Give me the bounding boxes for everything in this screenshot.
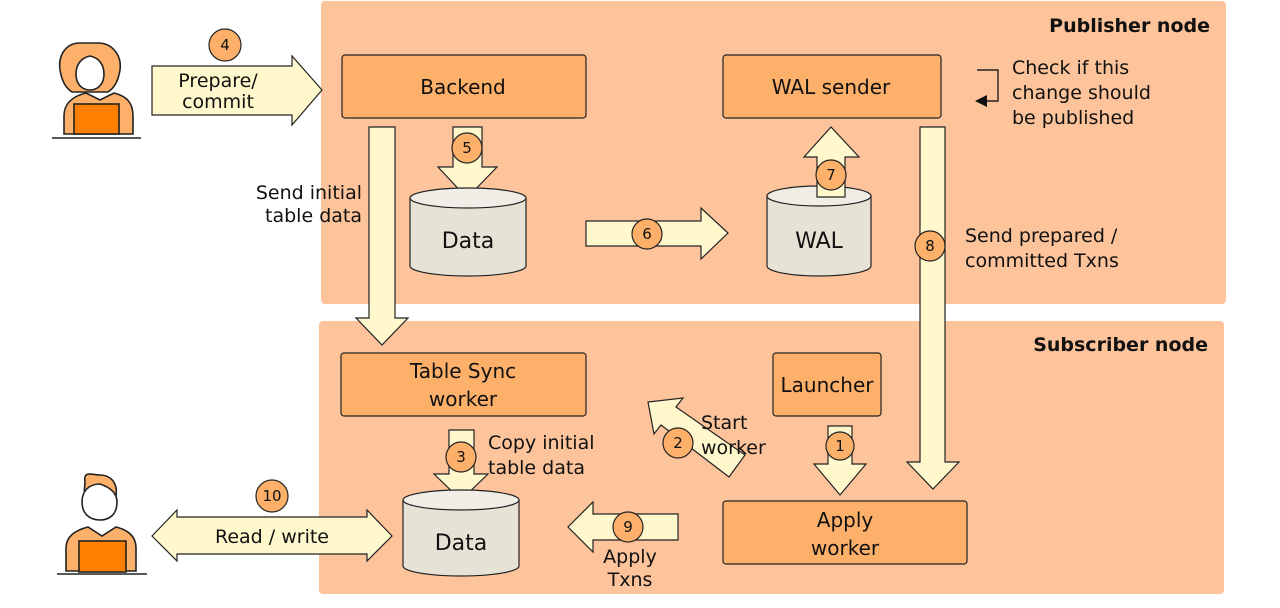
table-sync-worker-box xyxy=(340,352,587,417)
person-with-laptop-icon xyxy=(57,473,147,575)
launcher-box xyxy=(772,352,882,417)
prepare-commit-arrow xyxy=(151,54,323,127)
start-note-line2: worker xyxy=(701,437,766,459)
copy-note-line2: table data xyxy=(488,457,585,479)
read-write-label: Read / write xyxy=(215,526,329,548)
send-txns-arrow xyxy=(905,126,961,490)
step-badge-2 xyxy=(662,427,694,459)
send-txns-note-line1: Send prepared / xyxy=(965,225,1118,247)
apply-worker-label-line1: Apply xyxy=(817,508,874,532)
backend-label: Backend xyxy=(420,75,506,99)
wal-sender-box xyxy=(722,54,942,119)
person-with-laptop-icon xyxy=(52,42,141,139)
publisher-data-storage xyxy=(409,187,527,277)
wal-label: WAL xyxy=(795,229,844,254)
step-number-9: 9 xyxy=(623,518,633,536)
prepare-label-line1: Prepare/ xyxy=(178,70,258,92)
send-txns-note-line2: committed Txns xyxy=(965,250,1119,272)
step-badge-8 xyxy=(914,230,946,262)
step-badge-5 xyxy=(451,132,483,164)
table-sync-label-line1: Table Sync xyxy=(409,359,516,383)
start-note-line1: Start xyxy=(701,412,747,434)
step-number-3: 3 xyxy=(456,448,466,466)
publisher-data-label: Data xyxy=(442,229,495,254)
step-badge-7 xyxy=(815,159,847,191)
step-badge-4 xyxy=(208,28,242,62)
apply-worker-box xyxy=(722,500,968,565)
step-badge-10 xyxy=(255,479,289,513)
subscriber-data-storage xyxy=(402,489,520,577)
step-number-2: 2 xyxy=(673,434,683,452)
apply-worker-label-line2: worker xyxy=(811,536,880,560)
publisher-node-title: Publisher node xyxy=(1049,15,1210,37)
send-initial-data-arrow xyxy=(354,126,410,346)
send-initial-note-line1: Send initial xyxy=(256,182,362,204)
step-number-8: 8 xyxy=(925,237,935,255)
step-badge-9 xyxy=(612,511,644,543)
check-note-line2: change should xyxy=(1012,82,1151,104)
return-arrow-icon xyxy=(975,69,999,107)
send-initial-note-line2: table data xyxy=(265,205,362,227)
step-number-6: 6 xyxy=(642,225,652,243)
step-number-4: 4 xyxy=(220,36,230,54)
step-badge-1 xyxy=(825,431,855,461)
prepare-label-line2: commit xyxy=(182,91,254,113)
step-number-10: 10 xyxy=(262,487,281,505)
step-number-1: 1 xyxy=(835,437,845,455)
backend-box xyxy=(341,54,587,119)
read-write-arrow xyxy=(151,508,393,563)
table-sync-label-line2: worker xyxy=(429,387,498,411)
start-worker-arrow xyxy=(647,397,746,478)
step-badge-3 xyxy=(445,441,477,473)
copy-note-line1: Copy initial xyxy=(488,432,595,454)
check-note-line3: be published xyxy=(1012,107,1134,129)
step-number-7: 7 xyxy=(826,166,836,184)
step-number-5: 5 xyxy=(462,139,472,157)
subscriber-data-label: Data xyxy=(435,531,488,556)
subscriber-node-title: Subscriber node xyxy=(1033,334,1208,356)
step-badge-6 xyxy=(631,218,663,250)
apply-txns-note-line1: Apply xyxy=(603,546,657,568)
check-note-line1: Check if this xyxy=(1012,57,1129,79)
launcher-label: Launcher xyxy=(781,373,875,397)
wal-sender-label: WAL sender xyxy=(772,75,891,99)
apply-txns-note-line2: Txns xyxy=(607,569,653,591)
